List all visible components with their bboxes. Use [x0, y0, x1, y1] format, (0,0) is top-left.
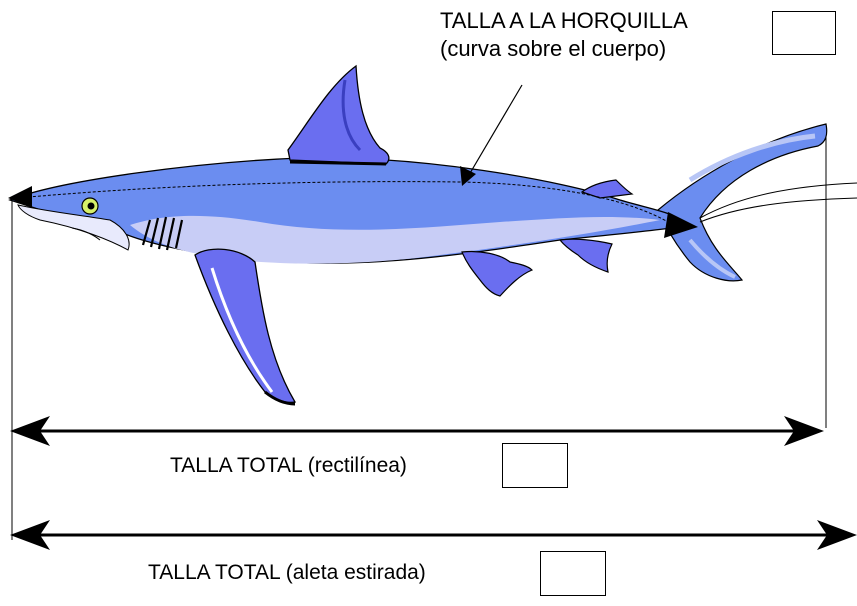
fork-length-pointer-head: [460, 166, 476, 186]
pectoral-fin: [194, 248, 297, 406]
total-length-stretched-arrow: [10, 520, 857, 550]
total-length-straight-input-box[interactable]: [502, 443, 568, 488]
second-dorsal-fin: [580, 179, 634, 199]
fork-length-sublabel: (curva sobre el cuerpo): [440, 36, 667, 61]
fork-length-input-box[interactable]: [772, 11, 836, 55]
fork-length-measure: [8, 181, 698, 238]
total-length-stretched-label: TALLA TOTAL (aleta estirada): [148, 561, 426, 584]
total-length-straight-label: TALLA TOTAL (rectilínea): [170, 454, 407, 477]
eye-icon: [81, 197, 99, 215]
dorsal-fin: [287, 64, 390, 166]
pelvic-fin: [461, 250, 534, 297]
caudal-fin: [657, 123, 828, 282]
gill-slits: [141, 216, 184, 251]
anal-fin: [558, 238, 613, 273]
shark-body: [8, 157, 673, 264]
fork-length-label: TALLA A LA HORQUILLA: [440, 8, 688, 33]
stretched-tail-outline: [699, 182, 857, 223]
fork-length-pointer: [465, 84, 523, 181]
total-length-straight-arrow: [10, 416, 824, 446]
total-length-stretched-input-box[interactable]: [540, 551, 606, 596]
